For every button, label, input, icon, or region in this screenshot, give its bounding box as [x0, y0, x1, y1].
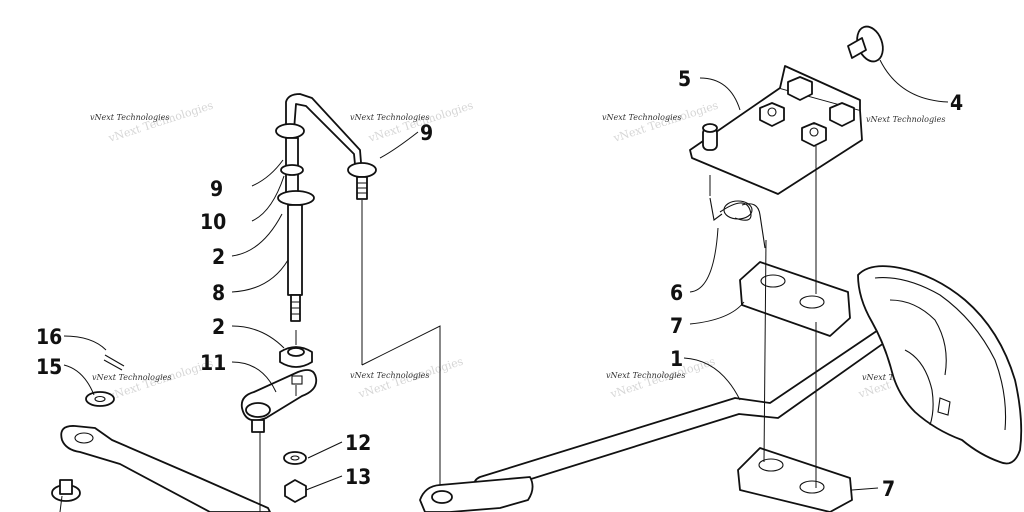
callout-labels: 5 4 9 9 10 2 8 2 11 12 13 16 15 6 7 1 7: [36, 67, 963, 501]
callout-7-lower: 7: [882, 477, 895, 501]
callout-8: 8: [212, 281, 225, 305]
pedal: [857, 265, 1023, 465]
callout-1: 1: [670, 347, 683, 371]
nut-part-13: [284, 479, 307, 503]
bolt-part-4: [847, 25, 884, 63]
block-part-7-upper: [739, 261, 851, 337]
callout-5: 5: [678, 67, 691, 91]
callout-12: 12: [345, 431, 371, 455]
callout-2-lower: 2: [212, 315, 225, 339]
lever-left: [51, 354, 271, 512]
watermark: vNext Technologies: [866, 115, 945, 124]
callout-10: 10: [200, 210, 226, 234]
bushing-part-2: [279, 346, 313, 368]
watermark: vNext Technologies: [606, 371, 685, 380]
callout-9-left: 9: [210, 177, 223, 201]
plate-part-5: [689, 65, 863, 195]
arm-part-11: [240, 369, 318, 433]
callout-4: 4: [950, 91, 963, 115]
watermark: vNext Technologies: [350, 113, 429, 122]
callout-9-top: 9: [420, 121, 433, 145]
callout-2-upper: 2: [212, 245, 225, 269]
watermark: vNext Technologies: [350, 371, 429, 380]
pin-assembly: [275, 93, 377, 322]
callout-16: 16: [36, 325, 62, 349]
washer-part-12: [283, 451, 307, 465]
callout-7-upper: 7: [670, 314, 683, 338]
spring-part-6: [709, 197, 766, 249]
watermark: vNext Technologies: [602, 113, 681, 122]
watermark: vNext Technologies: [92, 373, 171, 382]
callout-6: 6: [670, 281, 683, 305]
callout-11: 11: [200, 351, 226, 375]
callout-15: 15: [36, 355, 62, 379]
watermark: vNext Technologies: [90, 113, 169, 122]
leader-lines: [59, 59, 949, 512]
callout-13: 13: [345, 465, 371, 489]
block-part-7-lower: [737, 447, 853, 512]
